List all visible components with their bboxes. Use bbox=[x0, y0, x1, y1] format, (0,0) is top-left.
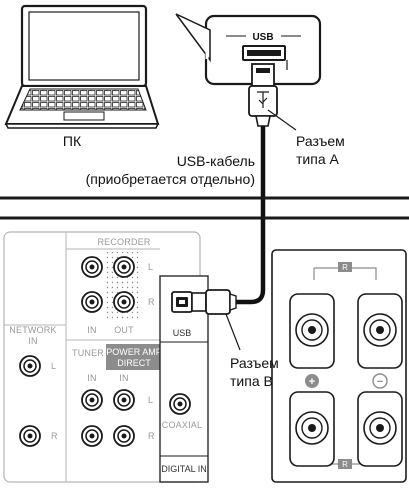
recorder-r-label: R bbox=[148, 297, 155, 307]
rca-jack-recorder-in-l bbox=[81, 256, 103, 278]
panel-usb-label: USB bbox=[173, 328, 192, 338]
rca-jack-recorder-out-l bbox=[113, 256, 135, 278]
power-amp-direct-badge bbox=[106, 344, 162, 370]
rca-jack-recorder-in-r bbox=[81, 291, 103, 313]
cable-label-line1: USB-кабель bbox=[177, 153, 255, 169]
recorder-label: RECORDER bbox=[97, 237, 150, 247]
network-label-line1: NETWORK bbox=[9, 325, 56, 335]
recorder-out-label: OUT bbox=[114, 325, 134, 335]
connector-a-leader bbox=[267, 109, 297, 131]
rca-jack-tuner-l bbox=[81, 389, 103, 411]
coaxial-label: COAXIAL bbox=[162, 420, 202, 430]
speaker-terminal-bottom-minus bbox=[357, 391, 403, 467]
rca-jack-recorder-out-r bbox=[113, 291, 135, 313]
speaker-r-top-label: R bbox=[342, 263, 348, 272]
rear-panel: RECORDER L R IN OUT NETWORK IN L R TUNER bbox=[0, 196, 409, 483]
pc-label: ПК bbox=[63, 133, 82, 149]
connector-b-line1: Разъем bbox=[230, 355, 279, 371]
usb-port-icon bbox=[247, 50, 281, 56]
connector-a-line1: Разъем bbox=[296, 133, 345, 149]
cable-label-line2: (приобретается отдельно) bbox=[86, 171, 255, 187]
usb-port-callout: USB bbox=[204, 14, 322, 86]
power-amp-in-label: IN bbox=[119, 373, 128, 383]
tuner-label: TUNER bbox=[72, 348, 104, 358]
speaker-r-bottom-label: R bbox=[342, 460, 348, 469]
rca-jack-tuner-r bbox=[81, 425, 103, 447]
rca-jack-power-amp-r bbox=[113, 425, 135, 447]
svg-text:−: − bbox=[377, 376, 383, 388]
speaker-terminal-top-minus bbox=[357, 293, 403, 369]
laptop-icon bbox=[4, 4, 160, 129]
svg-text:+: + bbox=[309, 376, 315, 388]
power-amp-l-label: L bbox=[148, 395, 153, 405]
callout-pointer bbox=[175, 13, 211, 63]
rca-jack-network-l bbox=[19, 355, 41, 377]
rca-jack-power-amp-l bbox=[113, 389, 135, 411]
rca-jack-network-r bbox=[19, 425, 41, 447]
power-amp-label-line1: POWER AMP bbox=[106, 347, 162, 357]
rca-jack-coaxial bbox=[169, 393, 191, 415]
usb-type-a-plug-icon bbox=[248, 63, 278, 127]
recorder-l-label: L bbox=[148, 262, 153, 272]
speaker-terminal-top-plus bbox=[289, 293, 335, 369]
power-amp-r-label: R bbox=[148, 431, 155, 441]
connector-a-line2: типа A bbox=[296, 151, 339, 167]
recorder-in-label: IN bbox=[87, 325, 96, 335]
usb-port-label: USB bbox=[252, 32, 273, 43]
usb-type-b-plug-icon bbox=[191, 289, 237, 315]
tuner-in-label: IN bbox=[87, 373, 96, 383]
digital-in-label: DIGITAL IN bbox=[161, 464, 207, 474]
network-label-line2: IN bbox=[28, 336, 37, 346]
usb-cable bbox=[234, 126, 266, 305]
plus-icon: + bbox=[305, 374, 319, 388]
speaker-terminal-bottom-plus bbox=[289, 391, 335, 467]
connector-b-line2: типа B bbox=[230, 373, 273, 389]
connector-b-leader bbox=[225, 313, 241, 351]
network-l-label: L bbox=[51, 361, 56, 371]
power-amp-label-line2: DIRECT bbox=[117, 358, 151, 368]
network-r-label: R bbox=[51, 431, 58, 441]
minus-icon: − bbox=[372, 373, 388, 389]
